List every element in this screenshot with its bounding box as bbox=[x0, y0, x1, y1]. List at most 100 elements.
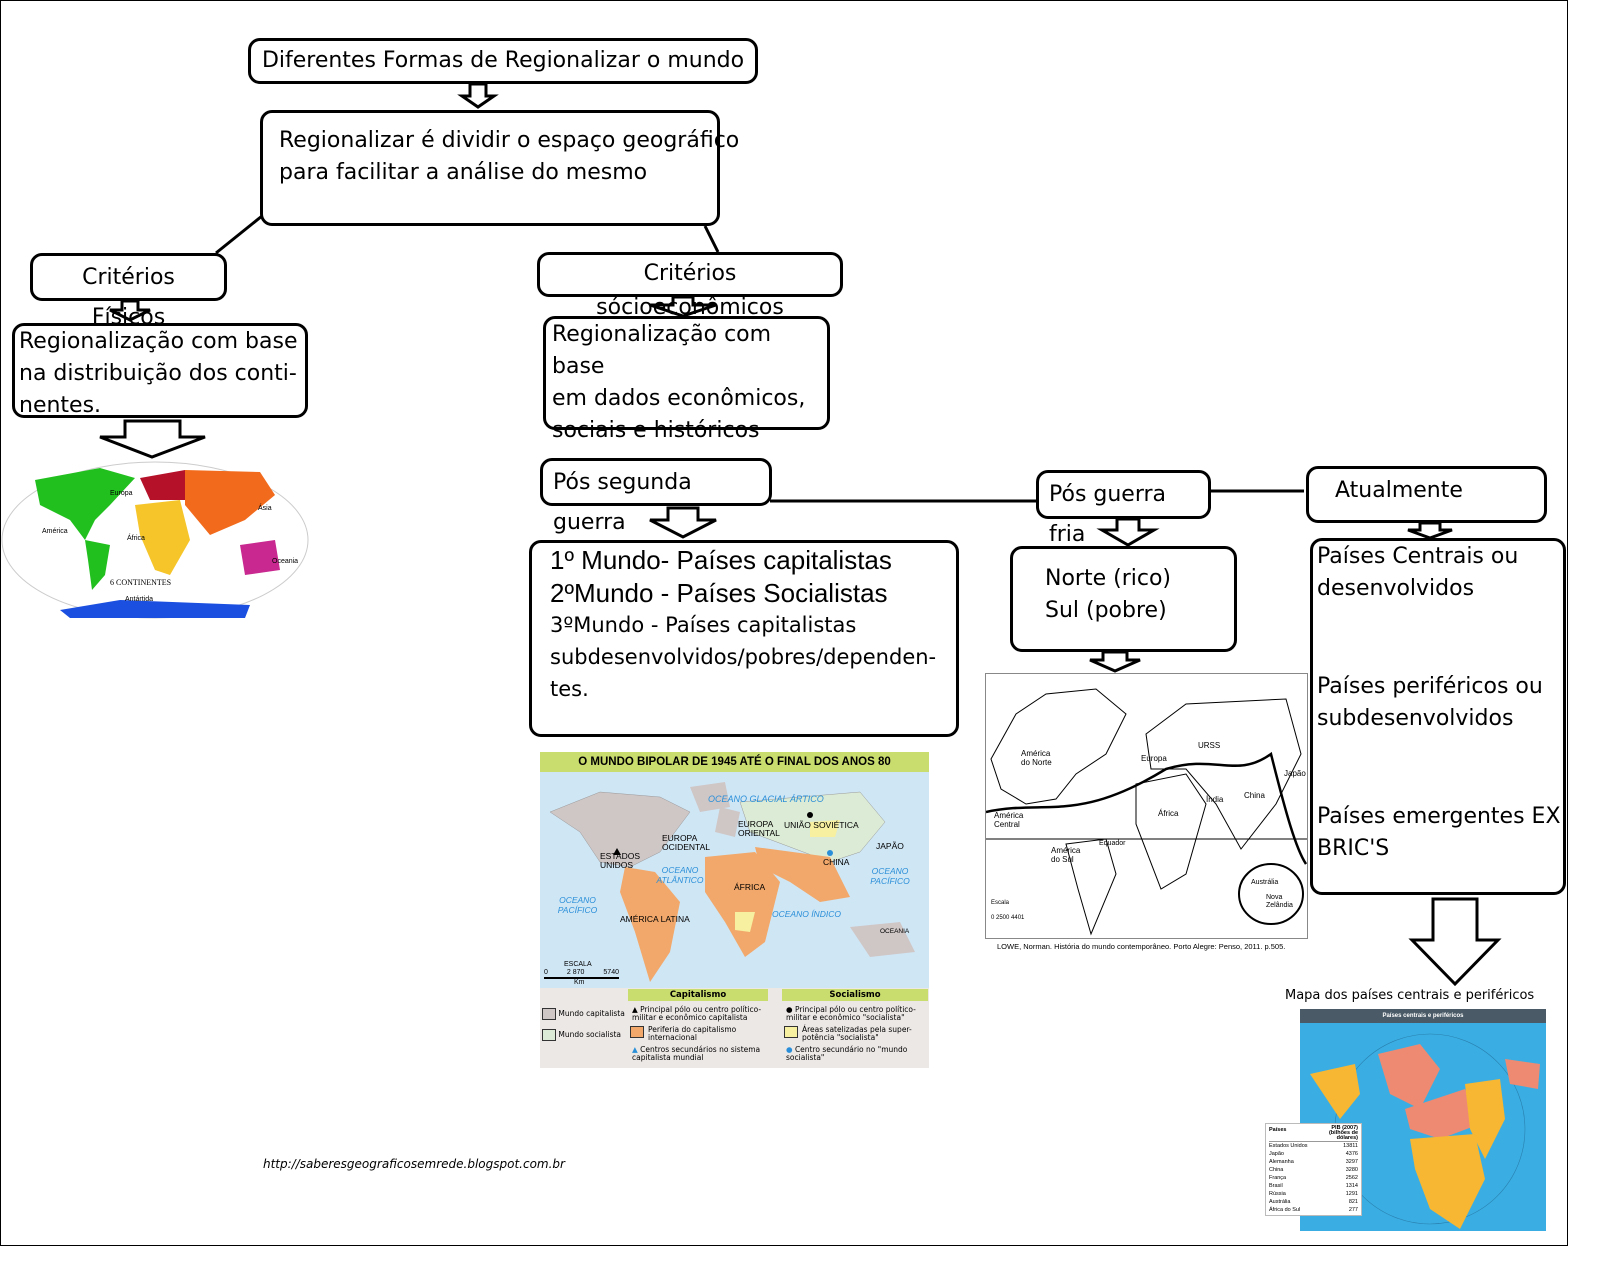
legend-item: Periferia do capitalismo internacional bbox=[648, 1025, 737, 1042]
country-cell: Alemanha bbox=[1269, 1159, 1294, 1165]
description-line: na distribuição dos conti- bbox=[19, 361, 297, 386]
physical-description-box: Regionalização com base na distribuição … bbox=[12, 323, 308, 418]
legend-item: Principal pólo ou centro político-milita… bbox=[786, 1005, 916, 1022]
gdp-cell: 821 bbox=[1348, 1199, 1358, 1205]
legend-item: Centro secundário no "mundo socialista" bbox=[786, 1045, 908, 1062]
source-url[interactable]: http://saberesgeograficosemrede.blogspot… bbox=[263, 1157, 565, 1171]
description-line: em dados econômicos, bbox=[552, 386, 806, 411]
column-header: PIB (2007) (bilhões de dólares) bbox=[1328, 1125, 1358, 1141]
category-line: subdesenvolvidos bbox=[1317, 706, 1514, 731]
gdp-table: Países PIB (2007) (bilhões de dólares) E… bbox=[1265, 1123, 1362, 1216]
scale-tick: 0 bbox=[544, 969, 548, 976]
socioeconomic-description-box: Regionalização com base em dados econômi… bbox=[543, 316, 830, 443]
down-arrow-icon bbox=[649, 506, 717, 539]
map-label: América do Sul bbox=[1051, 846, 1081, 864]
map-label: EUROPA OCIDENTAL bbox=[662, 833, 711, 852]
category-line: Países periféricos ou bbox=[1317, 674, 1543, 699]
gdp-cell: 1314 bbox=[1345, 1183, 1358, 1189]
gdp-cell: 3280 bbox=[1345, 1167, 1358, 1173]
current-heading: Atualmente bbox=[1335, 478, 1463, 503]
definition-line: para facilitar a análise do mesmo bbox=[279, 160, 648, 185]
gdp-cell: 4376 bbox=[1345, 1151, 1358, 1157]
column-header: Países bbox=[1269, 1127, 1287, 1133]
map-label: ÁFRICA bbox=[734, 882, 766, 892]
down-arrow-icon bbox=[457, 82, 499, 109]
physical-criteria-box: Critérios Físicos bbox=[30, 253, 227, 330]
map-label: OCEANO ÍNDICO bbox=[772, 909, 841, 919]
connector-line bbox=[703, 225, 720, 253]
map-label: África bbox=[127, 535, 145, 542]
third-world-line: 3ºMundo - Países capitalistas bbox=[550, 613, 857, 637]
map-label: África bbox=[1158, 809, 1179, 818]
down-arrow-icon bbox=[109, 299, 151, 322]
map-label: ESTADOS UNIDOS bbox=[600, 851, 640, 870]
category-line: Países emergentes EX: bbox=[1317, 804, 1568, 829]
table-row: Rússia 1291 bbox=[1269, 1190, 1358, 1198]
map-label: Austrália bbox=[1251, 879, 1279, 886]
map-title: Países centrais e periféricos bbox=[1300, 1009, 1546, 1023]
table-row: África do Sul 277 bbox=[1269, 1206, 1358, 1214]
category-line: Países Centrais ou bbox=[1317, 544, 1519, 569]
third-world-line: tes. bbox=[550, 677, 589, 701]
map-label: Japão bbox=[1284, 769, 1306, 778]
gdp-cell: 277 bbox=[1348, 1207, 1358, 1213]
map-legend: Capitalismo Socialismo Mundo capitalista… bbox=[540, 988, 929, 1068]
description-line: Regionalização com base bbox=[552, 322, 772, 379]
scale-title: ESCALA bbox=[564, 961, 592, 968]
legend-header: Socialismo bbox=[782, 989, 928, 1001]
map-label: EUROPA ORIENTAL bbox=[738, 819, 780, 838]
map-label: Escala bbox=[991, 900, 1010, 906]
definition-box: Regionalizar é dividir o espaço geográfi… bbox=[260, 110, 740, 226]
current-categories-box: Países Centrais ou desenvolvidos Países … bbox=[1310, 538, 1568, 895]
definition-line: Regionalizar é dividir o espaço geográfi… bbox=[279, 128, 740, 153]
country-cell: África do Sul bbox=[1269, 1207, 1301, 1213]
map-title: O MUNDO BIPOLAR DE 1945 ATÉ O FINAL DOS … bbox=[540, 752, 929, 772]
map-label: OCEANO GLACIAL ÁRTICO bbox=[708, 794, 824, 804]
map-label: Nova Zelândia bbox=[1266, 894, 1293, 909]
map-label: América Central bbox=[994, 811, 1024, 829]
north-south-box: Norte (rico) Sul (pobre) bbox=[1010, 546, 1237, 652]
map-label: AMÉRICA LATINA bbox=[620, 914, 690, 924]
map-label: URSS bbox=[1198, 741, 1221, 750]
first-world-line: 1º Mundo- Países capitalistas bbox=[550, 545, 892, 575]
scale-tick: 2 870 bbox=[566, 969, 585, 976]
legend-header: Capitalismo bbox=[628, 989, 768, 1001]
gdp-cell: 1291 bbox=[1345, 1191, 1358, 1197]
map-label: América bbox=[42, 528, 68, 535]
map-scale: ESCALA 0 2 870 5740 Km bbox=[544, 961, 619, 987]
map-label: OCEANIA bbox=[880, 928, 910, 935]
gdp-cell: 2562 bbox=[1345, 1175, 1358, 1181]
legend-item: Centros secundários no sistema capitalis… bbox=[632, 1045, 761, 1062]
description-line: sociais e históricos bbox=[552, 418, 760, 443]
country-cell: Rússia bbox=[1269, 1191, 1286, 1197]
map-label: Ásia bbox=[258, 505, 272, 512]
current-box: Atualmente bbox=[1306, 466, 1547, 523]
down-arrow-icon bbox=[1096, 517, 1160, 547]
map-label: China bbox=[1244, 791, 1265, 800]
post-cold-war-heading: Pós guerra fria bbox=[1049, 482, 1167, 547]
gdp-cell: 13811 bbox=[1343, 1143, 1358, 1149]
description-line: Regionalização com base bbox=[19, 329, 298, 354]
country-cell: Estados Unidos bbox=[1269, 1143, 1308, 1149]
country-cell: China bbox=[1269, 1167, 1284, 1173]
third-world-line: subdesenvolvidos/pobres/dependen- bbox=[550, 645, 937, 669]
second-world-line: 2ºMundo - Países Socialistas bbox=[550, 578, 888, 608]
south-line: Sul (pobre) bbox=[1045, 598, 1167, 623]
table-header: Países PIB (2007) (bilhões de dólares) bbox=[1269, 1125, 1358, 1142]
map-label: OCEANO PACÍFICO bbox=[870, 866, 910, 886]
post-ww2-heading: Pós segunda guerra bbox=[553, 470, 692, 535]
map-credit: LOWE, Norman. História do mundo contempo… bbox=[997, 942, 1286, 951]
map-label: OCEANO PACÍFICO bbox=[557, 895, 598, 915]
emerging-countries: Países emergentes EX: BRIC'S bbox=[1317, 801, 1568, 865]
connector-line bbox=[215, 214, 263, 255]
legend-item: Mundo capitalista bbox=[558, 1009, 625, 1018]
map-label: CHINA bbox=[823, 857, 850, 867]
central-periphery-map-caption: Mapa dos países centrais e periféricos bbox=[1285, 988, 1535, 1003]
peripheral-countries: Países periféricos ou subdesenvolvidos bbox=[1317, 671, 1559, 735]
legend-item: Principal pólo ou centro político-milita… bbox=[632, 1005, 762, 1022]
